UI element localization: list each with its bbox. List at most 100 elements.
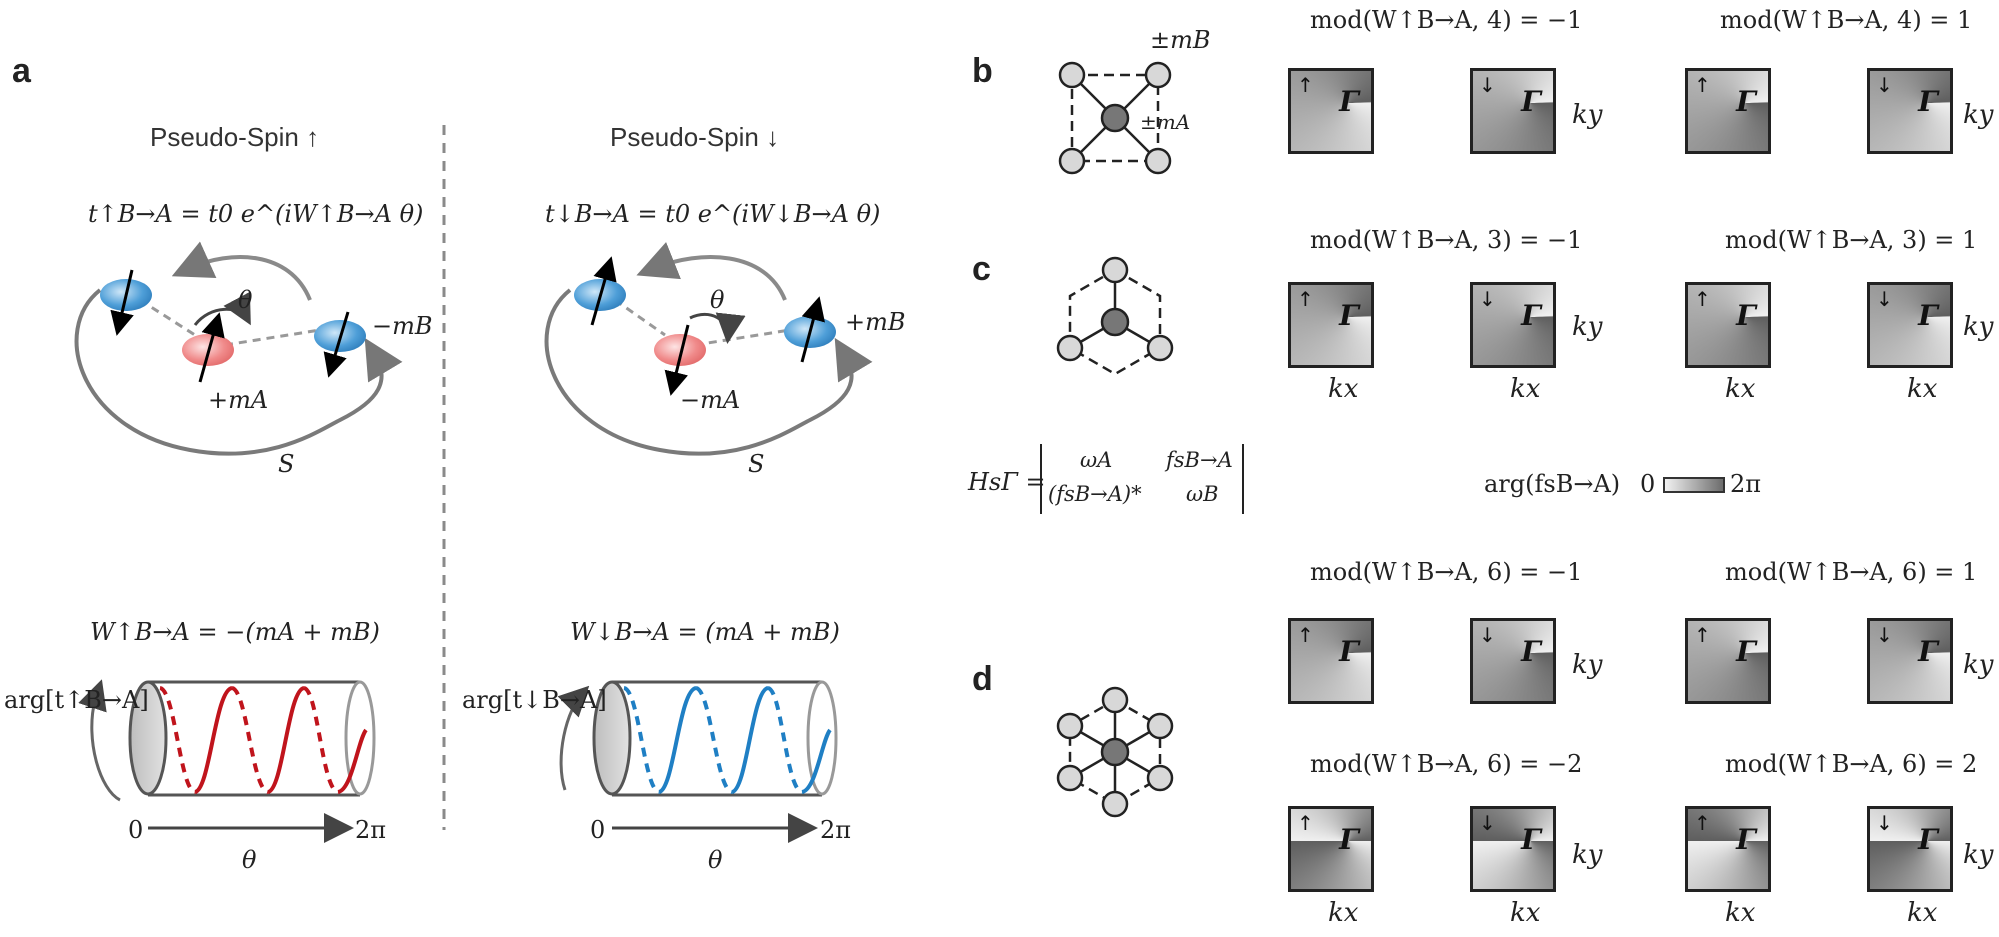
gamma-point-label: Γ [1736, 85, 1756, 118]
kx-label: kx [1907, 898, 1938, 928]
gamma-point-label: Γ [1918, 635, 1938, 668]
axis-theta-up: θ [242, 846, 257, 874]
ky-label: ky [1963, 100, 1994, 130]
spin-down-marker: ↓ [1876, 73, 1893, 97]
spin-down-marker: ↓ [1876, 287, 1893, 311]
ky-label: ky [1963, 840, 1994, 870]
spin-down-marker: ↓ [1876, 811, 1893, 835]
theta-label-up: θ [238, 286, 253, 314]
spin-up-marker: ↑ [1694, 73, 1711, 97]
phase-tile: ↑ Γ [1288, 806, 1374, 892]
hopping-up-formula: t↑B→A = t0 e^(iW↑B→A θ) [88, 200, 424, 228]
phase-tile: ↑ Γ [1685, 806, 1771, 892]
ky-label: ky [1572, 840, 1603, 870]
phase-tile: ↓ Γ [1470, 282, 1556, 368]
colorbar-max: 2π [1730, 470, 1762, 498]
winding-up-formula: W↑B→A = −(mA + mB) [90, 618, 380, 646]
phase-tile: ↓ Γ [1470, 68, 1556, 154]
spin-up-marker: ↑ [1297, 73, 1314, 97]
kx-label: kx [1328, 898, 1359, 928]
axis-twopi-up: 2π [355, 816, 387, 844]
kx-label: kx [1510, 374, 1541, 404]
hamiltonian-matrix: ωA fsB→A (fsB→A)* ωB [1040, 444, 1244, 514]
pm-mb-label: ±mB [1150, 26, 1211, 54]
gamma-point-label: Γ [1521, 299, 1541, 332]
axis-theta-down: θ [708, 846, 723, 874]
path-s-label-up: S [278, 450, 295, 478]
panel-b-header-left: mod(W↑B→A, 4) = −1 [1310, 6, 1583, 34]
spin-up-title: Pseudo-Spin ↑ [150, 122, 320, 152]
phase-tile: ↓ Γ [1470, 806, 1556, 892]
gamma-point-label: Γ [1736, 823, 1756, 856]
gamma-point-label: Γ [1521, 635, 1541, 668]
panel-d-header-2-right: mod(W↑B→A, 6) = 2 [1725, 750, 1978, 778]
panel-c-header-right: mod(W↑B→A, 3) = 1 [1725, 226, 1978, 254]
kx-label: kx [1328, 374, 1359, 404]
gamma-point-label: Γ [1339, 85, 1359, 118]
phase-tile: ↓ Γ [1867, 68, 1953, 154]
axis-zero-down: 0 [590, 816, 606, 844]
spin-down-marker: ↓ [1479, 287, 1496, 311]
ky-label: ky [1963, 650, 1994, 680]
matrix-a21: (fsB→A)* [1048, 482, 1142, 506]
gamma-point-label: Γ [1521, 85, 1541, 118]
axis-twopi-down: 2π [820, 816, 852, 844]
minus-ma-label: −mA [680, 386, 741, 414]
kx-label: kx [1725, 374, 1756, 404]
phase-tile: ↓ Γ [1470, 618, 1556, 704]
phase-tile: ↓ Γ [1867, 806, 1953, 892]
hamiltonian-lhs: HsΓ = [968, 468, 1046, 496]
cylinder-down [557, 680, 838, 843]
matrix-a22: ωB [1186, 482, 1219, 506]
phase-tile: ↑ Γ [1288, 618, 1374, 704]
spin-up-marker: ↑ [1694, 623, 1711, 647]
matrix-a12: fsB→A [1166, 448, 1233, 472]
panel-b-letter: b [972, 52, 993, 90]
phase-tile: ↑ Γ [1685, 618, 1771, 704]
spin-up-orbit-diagram [74, 241, 403, 456]
panel-a-letter: a [12, 52, 31, 90]
spin-down-marker: ↓ [1479, 73, 1496, 97]
panel-d-header-1-left: mod(W↑B→A, 6) = −1 [1310, 558, 1583, 586]
pm-ma-label: ±mA [1140, 110, 1191, 134]
minus-mb-label: −mB [372, 312, 433, 340]
ky-label: ky [1572, 312, 1603, 342]
hopping-down-formula: t↓B→A = t0 e^(iW↓B→A θ) [545, 200, 881, 228]
gamma-point-label: Γ [1918, 299, 1938, 332]
cylinder-up [78, 679, 376, 843]
phase-tile: ↓ Γ [1867, 282, 1953, 368]
phase-tile: ↓ Γ [1867, 618, 1953, 704]
colorbar-label: arg(fsB→A) [1484, 470, 1621, 498]
phase-tile: ↑ Γ [1685, 68, 1771, 154]
spin-down-marker: ↓ [1479, 811, 1496, 835]
panel-d-letter: d [972, 660, 993, 698]
phase-tile: ↑ Γ [1685, 282, 1771, 368]
gamma-point-label: Γ [1521, 823, 1541, 856]
winding-down-formula: W↓B→A = (mA + mB) [570, 618, 840, 646]
spin-up-marker: ↑ [1694, 287, 1711, 311]
spin-up-marker: ↑ [1297, 623, 1314, 647]
lattice-triangular [1056, 256, 1174, 376]
ky-label: ky [1572, 650, 1603, 680]
lattice-hexagonal [1056, 686, 1174, 818]
spin-up-marker: ↑ [1297, 811, 1314, 835]
path-s-label-down: S [748, 450, 765, 478]
lattice-square [1058, 61, 1172, 175]
colorbar-min: 0 [1640, 470, 1656, 498]
ky-label: ky [1572, 100, 1603, 130]
phase-tile: ↑ Γ [1288, 68, 1374, 154]
plus-ma-label: +mA [208, 386, 269, 414]
gamma-point-label: Γ [1918, 85, 1938, 118]
gamma-point-label: Γ [1339, 299, 1359, 332]
gamma-point-label: Γ [1339, 823, 1359, 856]
kx-label: kx [1510, 898, 1541, 928]
gamma-point-label: Γ [1736, 635, 1756, 668]
arg-down-label: arg[t↓B→A] [462, 686, 607, 714]
theta-label-down: θ [710, 286, 725, 314]
spin-down-orbit-diagram [544, 242, 873, 456]
phase-tile: ↑ Γ [1288, 282, 1374, 368]
plus-mb-label: +mB [845, 308, 906, 336]
panel-b-header-right: mod(W↑B→A, 4) = 1 [1720, 6, 1973, 34]
ky-label: ky [1963, 312, 1994, 342]
